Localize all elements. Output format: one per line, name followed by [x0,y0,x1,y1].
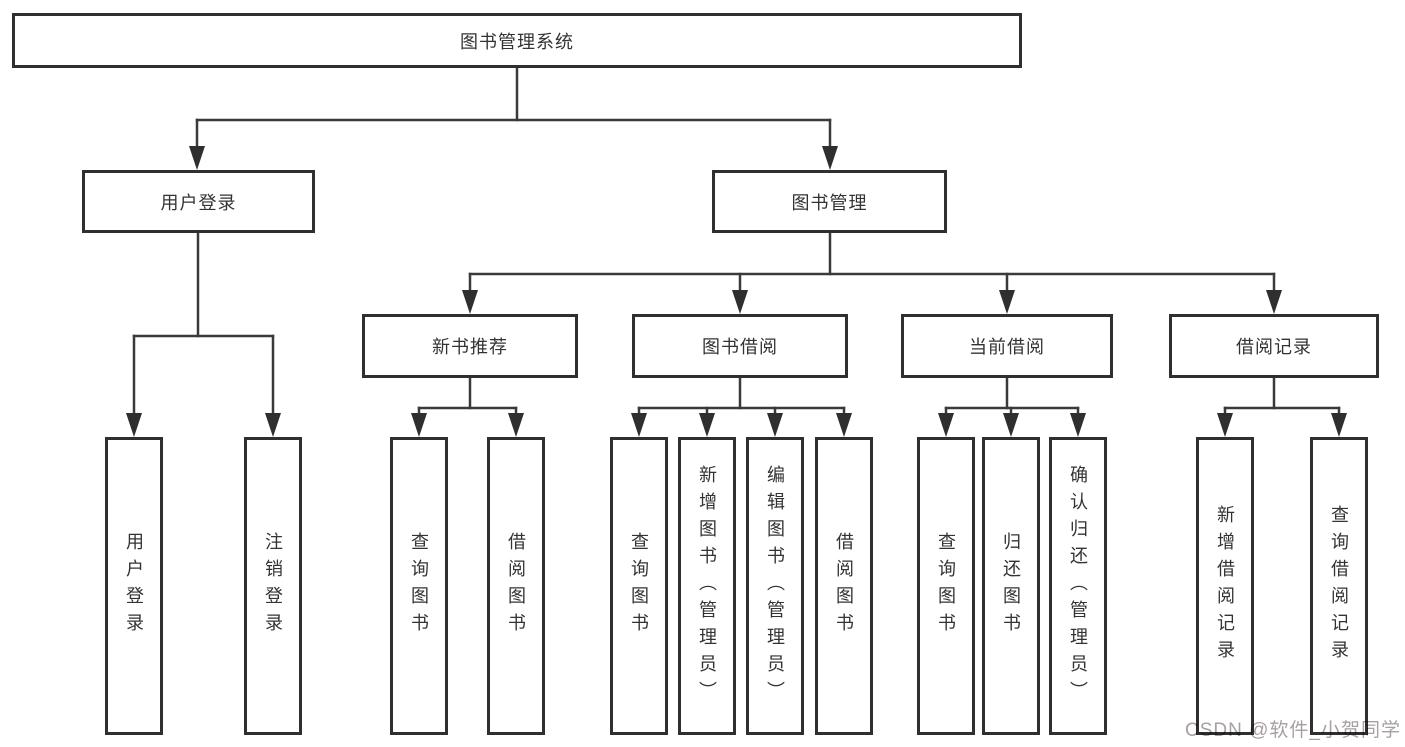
leaf-confirm-return-admin-label: 确认归还（管理员） [1068,464,1088,708]
leaf-query-books-recommend-label: 查询图书 [409,532,429,640]
leaf-logout: 注销登录 [244,437,302,735]
leaf-user-login-label: 用户登录 [124,532,144,640]
node-current-borrow: 当前借阅 [901,314,1113,378]
leaf-query-books-borrow: 查询图书 [610,437,668,735]
leaf-add-book-admin-label: 新增图书（管理员） [697,464,717,708]
leaf-query-books-current: 查询图书 [917,437,975,735]
leaf-add-borrow-record-label: 新增借阅记录 [1215,505,1235,667]
leaf-logout-label: 注销登录 [263,532,283,640]
node-root-label: 图书管理系统 [460,31,574,52]
leaf-add-borrow-record: 新增借阅记录 [1196,437,1254,735]
node-root: 图书管理系统 [12,13,1022,68]
leaf-query-books-current-label: 查询图书 [936,532,956,640]
leaf-return-book: 归还图书 [982,437,1040,735]
node-borrow-records: 借阅记录 [1169,314,1379,378]
leaf-borrow-books-recommend: 借阅图书 [487,437,545,735]
node-user-login: 用户登录 [82,170,315,233]
node-new-book-recommend: 新书推荐 [362,314,578,378]
node-book-management: 图书管理 [712,170,947,233]
node-new-book-recommend-label: 新书推荐 [432,337,508,357]
leaf-query-books-recommend: 查询图书 [390,437,448,735]
leaf-add-book-admin: 新增图书（管理员） [678,437,736,735]
leaf-borrow-books: 借阅图书 [815,437,873,735]
node-user-login-label: 用户登录 [160,192,237,213]
leaf-edit-book-admin-label: 编辑图书（管理员） [765,464,785,708]
node-book-management-label: 图书管理 [791,192,868,213]
leaf-borrow-books-recommend-label: 借阅图书 [506,532,526,640]
leaf-edit-book-admin: 编辑图书（管理员） [746,437,804,735]
leaf-query-books-borrow-label: 查询图书 [629,532,649,640]
leaf-user-login: 用户登录 [105,437,163,735]
leaf-confirm-return-admin: 确认归还（管理员） [1049,437,1107,735]
node-borrow-records-label: 借阅记录 [1236,337,1312,357]
node-book-borrow-label: 图书借阅 [702,337,778,357]
node-book-borrow: 图书借阅 [632,314,848,378]
leaf-return-book-label: 归还图书 [1001,532,1021,640]
leaf-query-borrow-record-label: 查询借阅记录 [1329,505,1349,667]
leaf-borrow-books-label: 借阅图书 [834,532,854,640]
node-current-borrow-label: 当前借阅 [969,337,1045,357]
leaf-query-borrow-record: 查询借阅记录 [1310,437,1368,735]
